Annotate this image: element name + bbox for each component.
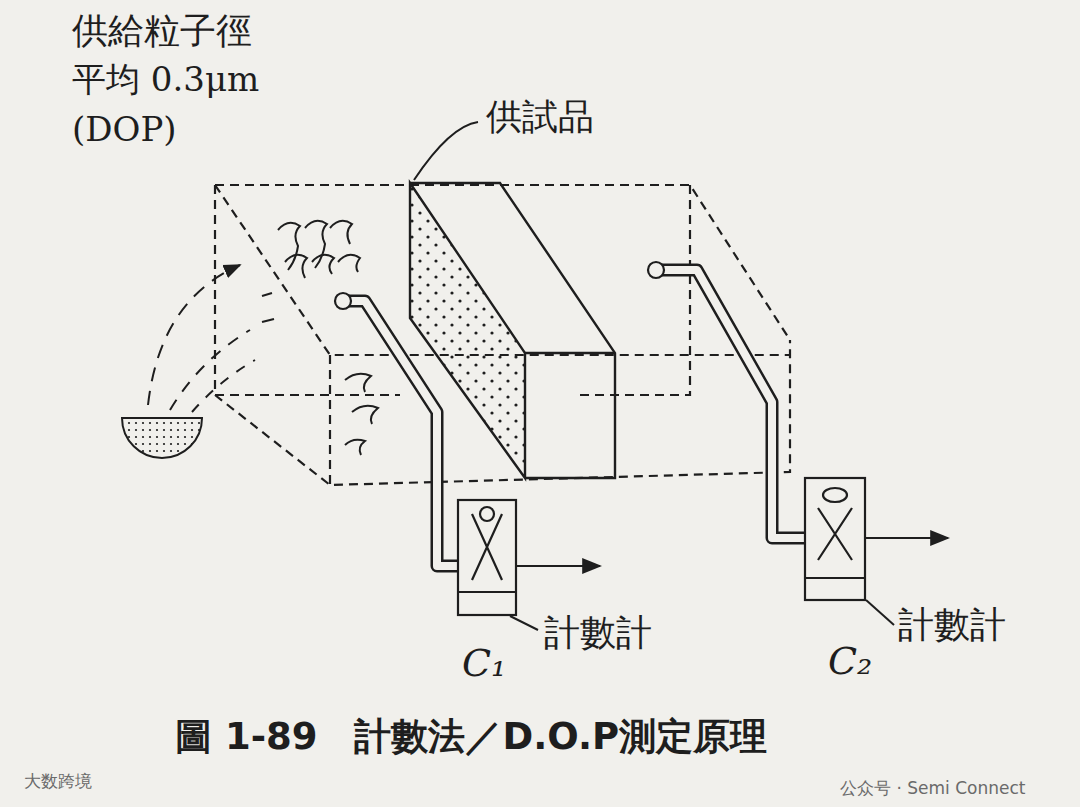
- sampling-tubes-part: [656, 270, 810, 538]
- leader-lines: [414, 122, 894, 630]
- counter-label: 計數計: [898, 604, 1006, 645]
- duct-outline-part: [689, 185, 691, 320]
- duct-outline-part: [580, 320, 690, 395]
- air-swirls-part: [278, 223, 300, 270]
- sampling-tubes: [335, 262, 810, 566]
- counter-id: C₂: [828, 640, 872, 684]
- air-swirls-part: [285, 255, 307, 278]
- dop-source-part: [148, 265, 240, 405]
- test-filter-part: [410, 183, 525, 478]
- particle-counter-part: [458, 591, 516, 593]
- watermark: 大数跨境: [24, 772, 92, 792]
- sampling-tubes-part: [343, 301, 470, 566]
- particle-counter: [458, 478, 948, 615]
- particle-counter-part: [865, 537, 948, 539]
- duct-outline-part: [215, 185, 790, 340]
- dop-source-part: [122, 418, 202, 458]
- duct-outline-part: [329, 355, 331, 485]
- air-swirls: [262, 221, 378, 455]
- air-swirls-part: [312, 255, 334, 274]
- air-swirls-part: [345, 440, 365, 455]
- particle-counter-part: [823, 488, 847, 502]
- air-swirls-part: [345, 374, 371, 392]
- particle-counter-part: [818, 508, 852, 560]
- sampling-tubes-part: [648, 262, 664, 278]
- leader-lines-part: [414, 122, 478, 180]
- air-swirls-part: [262, 319, 274, 322]
- aerosol-label: (DOP): [72, 110, 177, 149]
- particle-counter-part: [472, 514, 502, 580]
- counter-id: C₁: [462, 642, 506, 686]
- dop-source: [122, 265, 255, 458]
- air-swirls-part: [330, 221, 352, 244]
- duct-outline-part: [215, 394, 400, 396]
- sampling-tubes-part: [343, 301, 470, 566]
- figure-caption: 圖 1-89 計數法／D.O.P測定原理: [175, 716, 767, 759]
- particle-counter-part: [516, 565, 600, 567]
- sampling-tubes-part: [656, 270, 810, 538]
- particle-counter-part: [805, 577, 865, 579]
- test-filter-part: [525, 352, 615, 354]
- air-swirls-part: [352, 406, 378, 424]
- leader-lines-part: [866, 600, 894, 625]
- feed-label: 供給粒子徑: [72, 10, 252, 51]
- particle-counter-part: [480, 507, 494, 521]
- leader-lines-part: [510, 616, 538, 630]
- counter-label: 計數計: [544, 612, 652, 653]
- particle-counter-part: [805, 478, 865, 600]
- particle-counter-part: [458, 500, 516, 615]
- air-swirls-part: [305, 221, 327, 268]
- air-swirls-part: [262, 293, 272, 296]
- watermark: 公众号 · Semi Connect: [840, 779, 1025, 799]
- sampling-tubes-part: [335, 293, 351, 309]
- air-swirls-part: [338, 255, 360, 272]
- particle-size-label: 平均 0.3μm: [72, 60, 259, 99]
- test-sample-label: 供試品: [486, 96, 594, 137]
- dop-source-part: [192, 360, 255, 412]
